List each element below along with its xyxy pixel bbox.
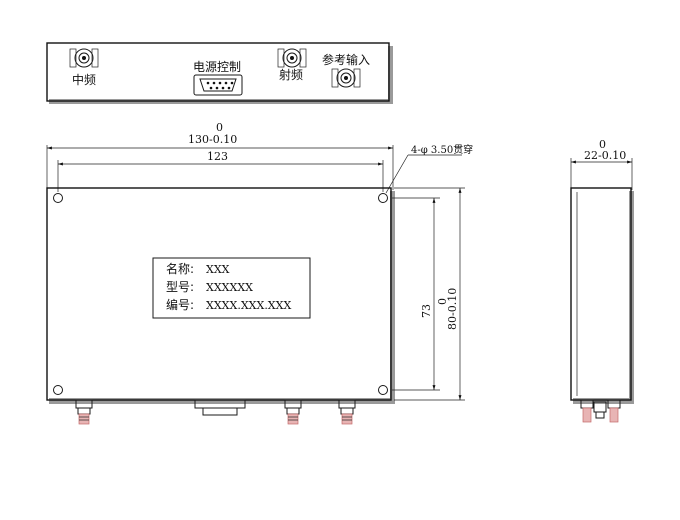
mounting-hole-tl	[53, 193, 63, 203]
top-view: 中频 电源控制 射频 参考输入	[46, 42, 393, 104]
mounting-hole-tr	[378, 193, 388, 203]
side-view-outline	[570, 187, 632, 401]
front-view-shadow-side	[390, 191, 395, 404]
power-control-label: 电源控制	[193, 60, 241, 74]
nameplate-serial-value: XXXX.XXX.XXX	[206, 299, 291, 312]
hole-callout-leader	[385, 154, 409, 194]
front-view-outline	[46, 187, 392, 401]
nameplate-name-label: 名称:	[166, 261, 194, 276]
nameplate-model-value: XXXXXX	[206, 281, 253, 294]
front-view-shadow	[49, 398, 395, 404]
top-view-shadow-side	[388, 46, 393, 104]
if-label: 中频	[72, 72, 96, 87]
side-view: 0 22-0.10	[570, 138, 634, 423]
side-width-dim: 22-0.10	[584, 149, 626, 162]
mounting-hole-br	[378, 385, 388, 395]
top-view-outline	[46, 42, 390, 102]
side-connectors	[580, 399, 621, 423]
ref-input-connector	[331, 68, 361, 88]
nameplate-model-label: 型号:	[166, 280, 194, 294]
power-control-connector	[193, 74, 243, 96]
nameplate	[152, 257, 311, 319]
front-view: 0 130-0.10 123 4-φ 3.50贯穿 名称: XXX 型号: XX…	[46, 121, 473, 425]
overall-height-tol: 0	[436, 298, 449, 305]
rf-label: 射频	[279, 67, 303, 82]
mounting-hole-bl	[53, 385, 63, 395]
front-power-connector	[194, 399, 246, 416]
overall-width-tol: 0	[216, 121, 223, 134]
side-width-tol: 0	[599, 138, 606, 151]
hole-callout: 4-φ 3.50贯穿	[411, 143, 473, 156]
front-rf-connector	[284, 399, 302, 425]
front-ref-connector	[338, 399, 356, 425]
if-connector	[69, 48, 99, 68]
overall-width-dim: 130-0.10	[188, 133, 237, 146]
nameplate-name-value: XXX	[206, 263, 230, 276]
overall-height-dim: 80-0.10	[446, 288, 459, 330]
nameplate-serial-label: 编号:	[166, 297, 194, 312]
hole-height-dim: 73	[420, 304, 433, 318]
ref-input-label: 参考输入	[322, 52, 370, 67]
front-if-connector	[75, 399, 93, 425]
hole-spacing-dim: 123	[207, 150, 228, 163]
rf-connector	[277, 48, 307, 68]
